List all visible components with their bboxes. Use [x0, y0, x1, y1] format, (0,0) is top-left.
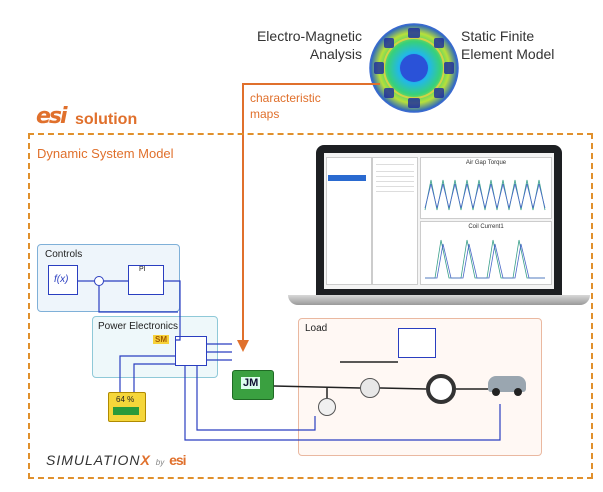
side-list-selected	[328, 175, 366, 181]
simulationx-logo: SIMULATIONX by esi	[46, 452, 187, 468]
chart1-title: Air Gap Torque	[465, 160, 507, 166]
em-field-image	[369, 23, 459, 113]
solution-label: solution	[75, 111, 138, 128]
esi-logo: esi	[36, 104, 68, 129]
controls-label: Controls	[45, 249, 83, 260]
converter-block	[175, 336, 207, 366]
characteristic-maps-label: characteristic maps	[250, 91, 321, 121]
by-text: by	[155, 458, 165, 467]
params-panel	[372, 157, 418, 285]
chart2-title: Coil Current1	[468, 224, 504, 230]
car-wheel-rear	[514, 388, 522, 396]
em-analysis-label: Electro-Magnetic Analysis	[256, 28, 362, 62]
simulationx-text: SIMULATION	[46, 452, 141, 468]
chart-coil-current: Coil Current1	[420, 221, 552, 285]
simulationx-x: X	[140, 452, 151, 468]
chart1-plot	[424, 179, 546, 211]
load-label: Load	[305, 323, 328, 334]
footer-esi-logo: esi	[169, 452, 186, 468]
sensor-icon	[318, 398, 336, 416]
sum-node	[94, 276, 104, 286]
pi-label: PI	[139, 266, 146, 273]
laptop: Air Gap Torque Coil Current1	[316, 145, 562, 295]
car-wheel-front	[492, 388, 500, 396]
battery-level-bar	[113, 407, 139, 415]
laptop-screen: Air Gap Torque Coil Current1	[324, 153, 554, 289]
dynamic-system-frame	[28, 133, 593, 479]
chart2-plot	[425, 239, 545, 279]
map-block	[398, 328, 436, 358]
battery-percent: 64 %	[116, 395, 135, 404]
jm-badge: JM	[241, 377, 261, 389]
power-electronics-label: Power Electronics	[98, 321, 179, 332]
fe-model-label: Static Finite Element Model	[461, 28, 555, 62]
clutch-icon	[360, 378, 380, 398]
wheel-icon	[426, 374, 456, 404]
laptop-base	[288, 295, 590, 305]
chart-air-gap-torque: Air Gap Torque	[420, 157, 552, 219]
sm-badge: SM	[153, 335, 169, 344]
pi-block	[128, 265, 164, 295]
fx-block	[48, 265, 78, 295]
dynamic-system-model-label: Dynamic System Model	[37, 146, 174, 161]
fx-label: f(x)	[54, 274, 69, 285]
